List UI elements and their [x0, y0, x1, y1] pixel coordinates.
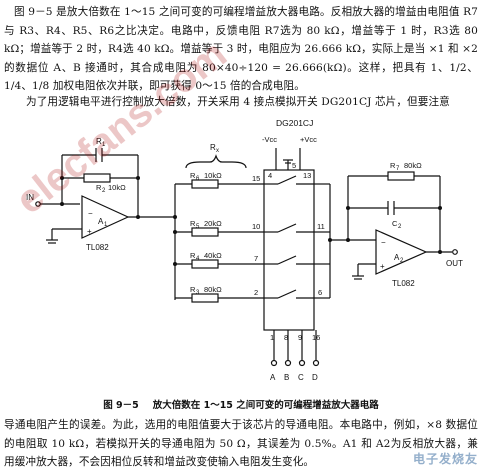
rx-sub: x: [216, 148, 219, 154]
opamp-a1-sub: 1: [104, 222, 108, 228]
paragraph-intro: 图 9－5 是放大倍数在 1～15 之间可变的可编程增益放大器电路。反相放大器的…: [4, 3, 478, 96]
switch-1-blade: [277, 175, 297, 185]
r3-sub: 3: [196, 290, 200, 296]
paragraph-switch: 为了用逻辑电平进行控制放大倍数，开关采用 4 接点模拟开关 DG201CJ 芯片…: [26, 96, 450, 108]
chip-dg201cj: [263, 169, 315, 331]
r4-sub: 4: [196, 256, 200, 262]
terminal-c: [298, 359, 306, 367]
r5-label: R: [190, 219, 196, 228]
brace-rx: [185, 154, 247, 169]
c2-label: C: [392, 219, 398, 228]
r7-label: R: [390, 161, 396, 170]
opamp-a2-part: TL082: [392, 279, 415, 288]
r2-label: R: [96, 183, 102, 192]
node-a1-minus: [60, 202, 64, 206]
terminal-a: [270, 359, 278, 367]
vcc-neg-label: -Vcc: [262, 135, 277, 144]
opamp-a1-label: A: [98, 217, 104, 226]
terminal-d: [312, 359, 320, 367]
pin-5-label: 5: [292, 161, 296, 170]
r3-label: R: [190, 285, 196, 294]
input-terminal: [35, 201, 41, 207]
r4-value: 40kΩ: [204, 251, 222, 260]
switch-4-blade: [277, 289, 297, 299]
node-fb2-right: [438, 206, 442, 210]
r7-sub: 7: [396, 166, 400, 172]
control-b-label: B: [284, 373, 289, 382]
control-a-label: A: [270, 373, 276, 382]
output-terminal: [452, 249, 458, 255]
opamp-a2-label: A: [394, 253, 400, 262]
node-a2-out: [438, 250, 442, 254]
pin-10-label: 10: [252, 222, 260, 231]
rx-label: R: [210, 143, 216, 152]
opamp-a2-minus: −: [381, 238, 386, 247]
c1-sub: 1: [102, 142, 106, 148]
r6-sub: 6: [196, 176, 200, 182]
r5-sub: 5: [196, 224, 200, 230]
r6-value: 10kΩ: [204, 171, 222, 180]
switch-2-blade: [277, 223, 297, 233]
opamp-a1-part: TL082: [86, 243, 109, 252]
pin-8-label: 8: [284, 333, 288, 342]
node-fb1-right: [136, 176, 140, 180]
chip-label: DG201CJ: [276, 118, 313, 128]
pin-2-label: 2: [254, 288, 258, 297]
node-fb1-mid: [60, 176, 64, 180]
opamp-a1-minus: −: [88, 209, 93, 218]
node-fb2-left: [346, 238, 350, 242]
figure-caption-title: 放大倍数在 1～15 之间可变的可编程增益放大器电路: [152, 400, 379, 411]
resistor-r7: [387, 171, 415, 181]
r4-label: R: [190, 251, 196, 260]
pin-6-label: 6: [318, 288, 322, 297]
opamp-a1: [81, 195, 130, 239]
node-bus-r4: [173, 262, 177, 266]
figure-caption-number: 图 9－5: [103, 400, 139, 411]
opamp-a2-sub: 2: [400, 258, 404, 264]
circuit-diagram: DG201CJ -Vcc +Vcc 4 5 13 15 10 7 2 11 6 …: [26, 118, 463, 382]
input-label: IN: [26, 193, 34, 202]
vcc-pos-label: +Vcc: [300, 135, 317, 144]
r2-value: 10kΩ: [108, 183, 126, 192]
pin-4-label: 4: [268, 171, 272, 180]
opamp-a1-plus: +: [87, 227, 92, 236]
r6-label: R: [190, 171, 196, 180]
pin-7-label: 7: [254, 254, 258, 263]
node-a1-out: [136, 215, 140, 219]
paragraph-error: 导通电阻产生的误差。为此，选用的电阻值要大于该芯片的导通电阻。本电路中，例如，×…: [4, 419, 478, 468]
c2-sub: 2: [398, 224, 402, 230]
pin-16-label: 16: [312, 333, 320, 342]
r7-value: 80kΩ: [404, 161, 422, 170]
resistor-r2: [83, 173, 111, 183]
figure-caption: 图 9－5 放大倍数在 1～15 之间可变的可编程增益放大器电路: [0, 397, 482, 411]
r2-sub: 2: [102, 188, 106, 194]
control-d-label: D: [312, 373, 318, 382]
pin-11-label: 11: [317, 222, 325, 231]
opamp-a2: [375, 229, 428, 275]
output-label: OUT: [446, 259, 463, 268]
terminal-b: [284, 359, 292, 367]
pin-15-label: 15: [252, 174, 260, 183]
r3-value: 80kΩ: [204, 285, 222, 294]
paragraph-intro-text: 图 9－5 是放大倍数在 1～15 之间可变的可编程增益放大器电路。反相放大器的…: [4, 6, 478, 92]
node-bus-in: [173, 215, 177, 219]
node-bus-r5: [173, 230, 177, 234]
c1-label: R: [96, 137, 102, 146]
switch-3-blade: [277, 255, 297, 265]
pin-1-label: 1: [270, 333, 274, 342]
control-c-label: C: [298, 373, 304, 382]
pin-13-label: 13: [303, 171, 311, 180]
opamp-a2-plus: +: [380, 262, 385, 271]
r5-value: 20kΩ: [204, 219, 222, 228]
pin-9-label: 9: [298, 333, 302, 342]
site-logo: 电子发烧友: [412, 452, 478, 466]
node-fb2-mid: [346, 206, 350, 210]
node-a2-in: [328, 238, 332, 242]
